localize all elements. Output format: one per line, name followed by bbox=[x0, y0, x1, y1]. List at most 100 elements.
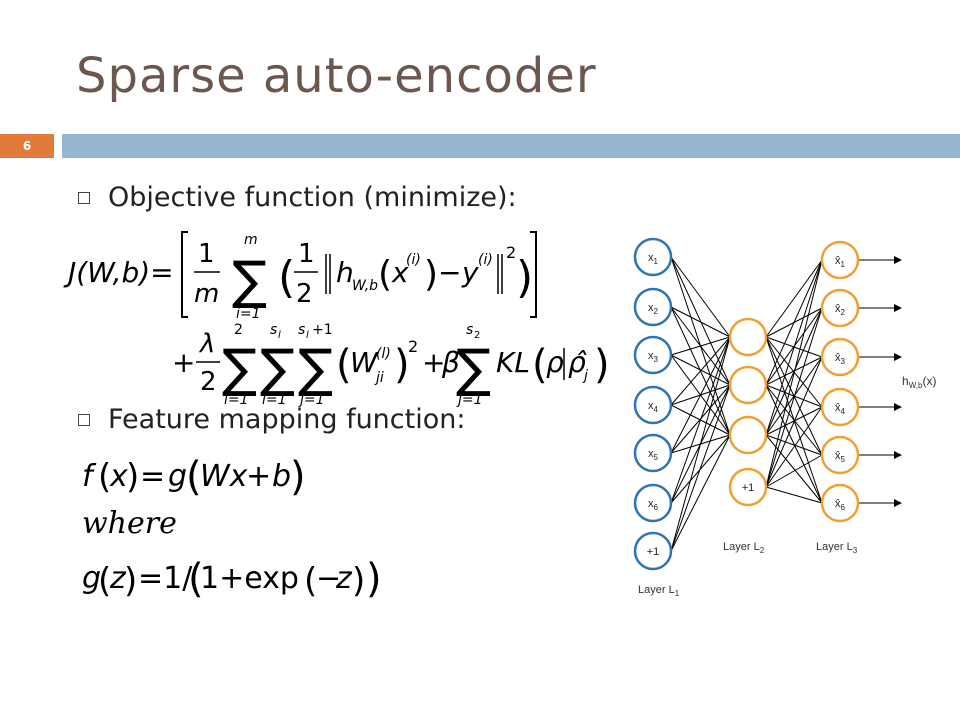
bullet-feature-text: Feature mapping function: bbox=[108, 404, 466, 435]
svg-text:J(W,b)=: J(W,b)= bbox=[63, 256, 174, 289]
svg-text:j: j bbox=[582, 368, 588, 384]
svg-text:(: ( bbox=[186, 454, 202, 500]
svg-text:+: + bbox=[246, 459, 271, 494]
arrow-head-icon bbox=[894, 353, 902, 361]
svg-text:): ) bbox=[594, 342, 610, 388]
svg-text:∑: ∑ bbox=[232, 251, 267, 311]
svg-text:2: 2 bbox=[200, 367, 217, 397]
svg-text:(: ( bbox=[188, 556, 204, 602]
output-node-label: x̂6 bbox=[835, 498, 846, 512]
svg-text:ρ̂: ρ̂ bbox=[568, 346, 587, 379]
where-text: where bbox=[82, 506, 177, 541]
svg-text:): ) bbox=[516, 252, 533, 303]
input-node bbox=[633, 237, 673, 277]
edge-input-hidden bbox=[670, 256, 731, 338]
input-node-label: x3 bbox=[648, 350, 659, 364]
svg-text:x: x bbox=[391, 256, 409, 289]
svg-text:(: ( bbox=[278, 252, 295, 303]
svg-text:1+exp: 1+exp bbox=[200, 561, 299, 596]
bullet-objective: Objective function (minimize): bbox=[78, 182, 517, 213]
svg-text:2: 2 bbox=[408, 337, 418, 356]
svg-text:h: h bbox=[336, 256, 354, 289]
arrow-head-icon bbox=[894, 304, 902, 312]
svg-text:=1/: =1/ bbox=[138, 561, 193, 596]
svg-text:l: l bbox=[278, 330, 281, 341]
feature-mapping-equation: f ( x ) = g ( Wx + b ) bbox=[82, 454, 306, 500]
svg-text:(: ( bbox=[304, 561, 317, 601]
slide-number: 6 bbox=[22, 139, 32, 153]
header-bar bbox=[62, 134, 960, 158]
edge-input-hidden bbox=[670, 336, 731, 552]
svg-text:(: ( bbox=[336, 342, 352, 388]
svg-text:y: y bbox=[461, 256, 479, 289]
svg-text:=: = bbox=[140, 459, 165, 494]
edge-hidden-output bbox=[765, 454, 823, 488]
svg-text:(: ( bbox=[98, 457, 111, 497]
svg-text:x: x bbox=[109, 459, 128, 494]
output-node-label: x̂5 bbox=[835, 450, 846, 464]
svg-text:s: s bbox=[466, 322, 473, 338]
svg-text:1: 1 bbox=[298, 239, 315, 269]
input-node-label: x1 bbox=[648, 252, 659, 266]
svg-text:2: 2 bbox=[296, 279, 313, 309]
edge-hidden-output bbox=[765, 406, 823, 488]
output-node-label: x̂4 bbox=[835, 402, 846, 416]
input-node-label: +1 bbox=[647, 546, 660, 558]
input-node bbox=[633, 287, 673, 327]
bullet-square-icon bbox=[78, 191, 90, 204]
svg-text:∑: ∑ bbox=[222, 339, 257, 399]
svg-text:λ: λ bbox=[198, 329, 215, 359]
hidden-node bbox=[728, 415, 768, 455]
svg-text:2: 2 bbox=[234, 322, 243, 338]
output-node bbox=[820, 435, 860, 475]
svg-text:m: m bbox=[194, 279, 219, 309]
svg-text:j=1: j=1 bbox=[298, 392, 325, 407]
hidden-node-label: +1 bbox=[742, 482, 755, 494]
svg-text:(: ( bbox=[98, 561, 111, 601]
svg-text:g: g bbox=[168, 459, 187, 494]
svg-text:s: s bbox=[270, 322, 277, 338]
sigmoid-equation: g ( z ) =1/ ( 1+exp ( − z ) ) bbox=[82, 556, 382, 602]
svg-text:): ) bbox=[394, 342, 410, 388]
output-node-label: x̂3 bbox=[835, 352, 846, 366]
arrow-head-icon bbox=[894, 499, 902, 507]
edge-input-hidden bbox=[670, 354, 731, 386]
network-labels: Layer L1 Layer L2 Layer L3 hW,b(x) bbox=[638, 374, 936, 598]
edge-input-hidden bbox=[670, 256, 731, 386]
svg-text:g: g bbox=[82, 561, 101, 596]
svg-text:i=1: i=1 bbox=[236, 306, 261, 322]
bullet-square-icon bbox=[78, 413, 90, 426]
svg-text:1: 1 bbox=[198, 239, 215, 269]
svg-text:ρ: ρ bbox=[546, 346, 564, 379]
input-node-label: x4 bbox=[648, 400, 659, 414]
svg-text:z: z bbox=[109, 561, 127, 596]
output-node bbox=[820, 483, 860, 523]
output-node bbox=[820, 240, 860, 280]
edge-input-hidden bbox=[670, 336, 731, 454]
output-node bbox=[820, 288, 860, 328]
hidden-node bbox=[728, 365, 768, 405]
bullet-feature-mapping: Feature mapping function: bbox=[78, 404, 465, 435]
svg-text:z: z bbox=[335, 561, 353, 596]
hidden-node bbox=[728, 317, 768, 357]
edge-input-hidden bbox=[670, 384, 731, 552]
edge-input-hidden bbox=[670, 336, 731, 356]
layer1-label: Layer L1 bbox=[638, 584, 680, 598]
svg-text:(i): (i) bbox=[406, 252, 421, 268]
edge-hidden-output bbox=[765, 356, 823, 488]
svg-text:): ) bbox=[290, 454, 306, 500]
input-node bbox=[633, 433, 673, 473]
arrow-head-icon bbox=[894, 403, 902, 411]
svg-text:m: m bbox=[244, 232, 258, 248]
svg-text:+: + bbox=[422, 346, 445, 379]
svg-text:∑: ∑ bbox=[260, 339, 295, 399]
svg-text:(: ( bbox=[378, 254, 392, 295]
svg-text:∑: ∑ bbox=[298, 339, 333, 399]
arrow-head-icon bbox=[894, 256, 902, 264]
edge-input-hidden bbox=[670, 434, 731, 552]
svg-text:∑: ∑ bbox=[456, 339, 491, 399]
edge-hidden-output bbox=[765, 259, 823, 436]
slide-title: Sparse auto-encoder bbox=[76, 48, 597, 104]
svg-text:i=1: i=1 bbox=[262, 392, 287, 407]
edge-input-hidden bbox=[670, 336, 731, 406]
